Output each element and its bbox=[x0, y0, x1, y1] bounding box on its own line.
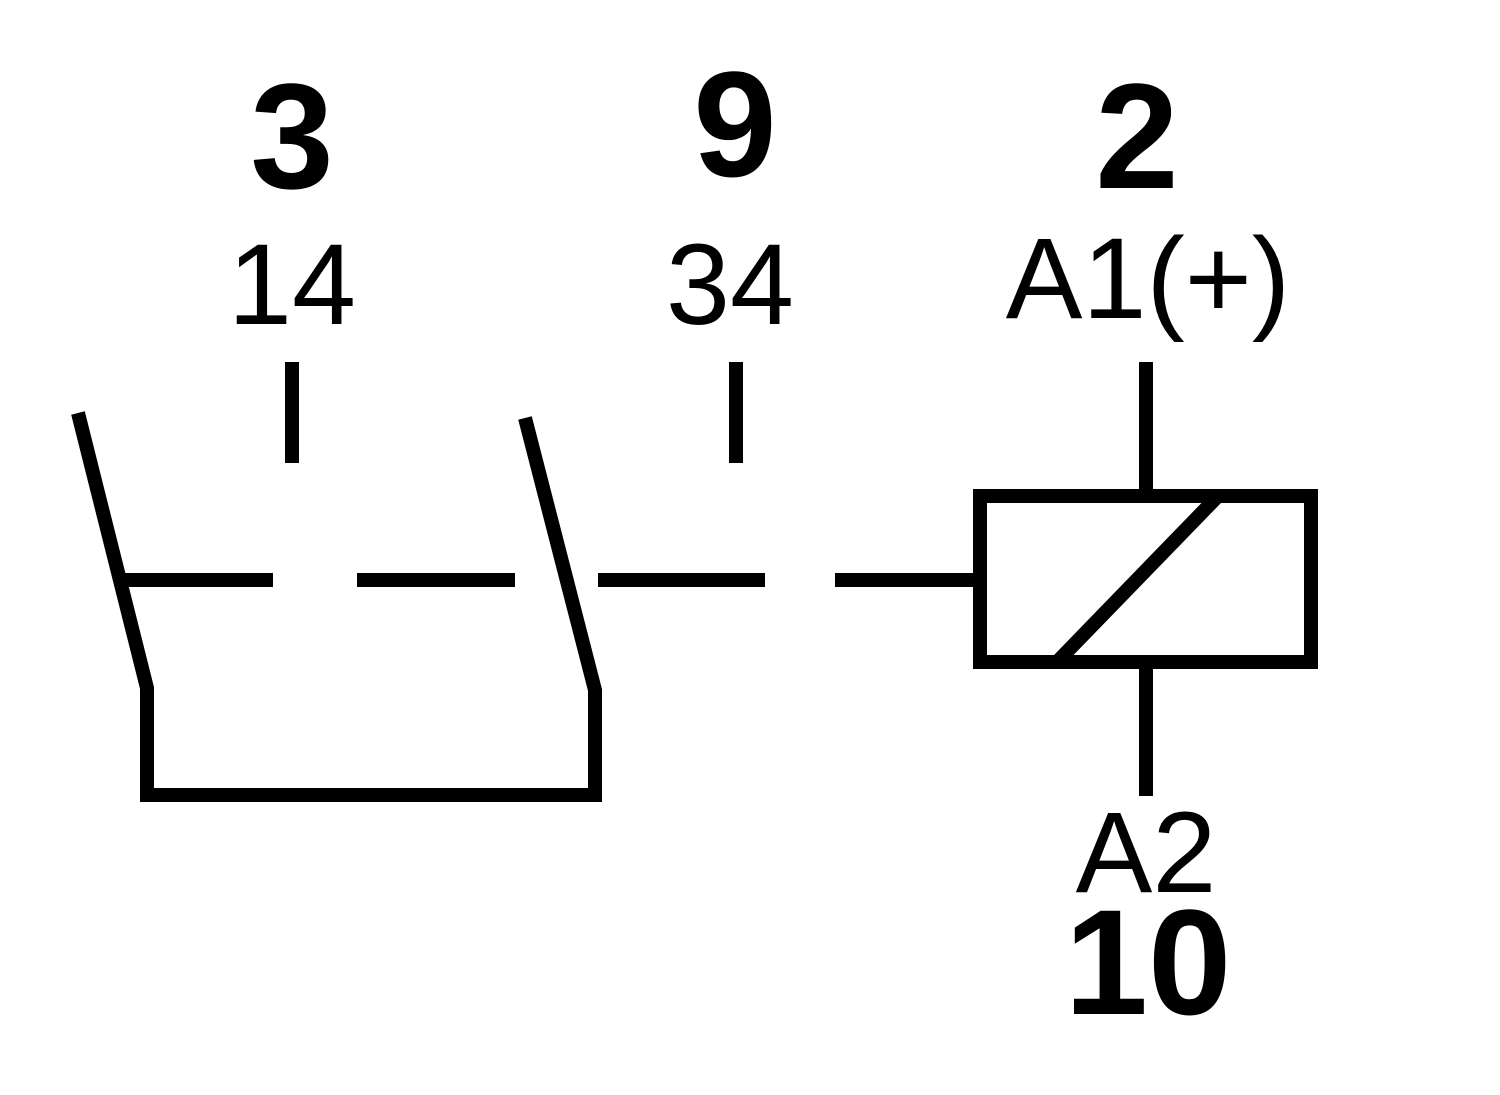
pin-number-coil-bottom: 10 bbox=[1065, 878, 1232, 1046]
terminal-label-contact-2: 34 bbox=[666, 221, 794, 349]
terminal-label-contact-1: 14 bbox=[228, 221, 356, 349]
pin-number-coil-top: 2 bbox=[1095, 52, 1178, 220]
pin-number-contact-1: 3 bbox=[250, 52, 333, 220]
contact-1-blade bbox=[71, 411, 154, 795]
contact-2-blade bbox=[518, 416, 602, 795]
pin-number-contact-2: 9 bbox=[693, 40, 776, 208]
terminal-label-coil-bottom: A2 bbox=[1076, 789, 1217, 917]
terminal-label-coil-top: A1(+) bbox=[1006, 215, 1290, 343]
coil-diagonal bbox=[1051, 491, 1224, 667]
